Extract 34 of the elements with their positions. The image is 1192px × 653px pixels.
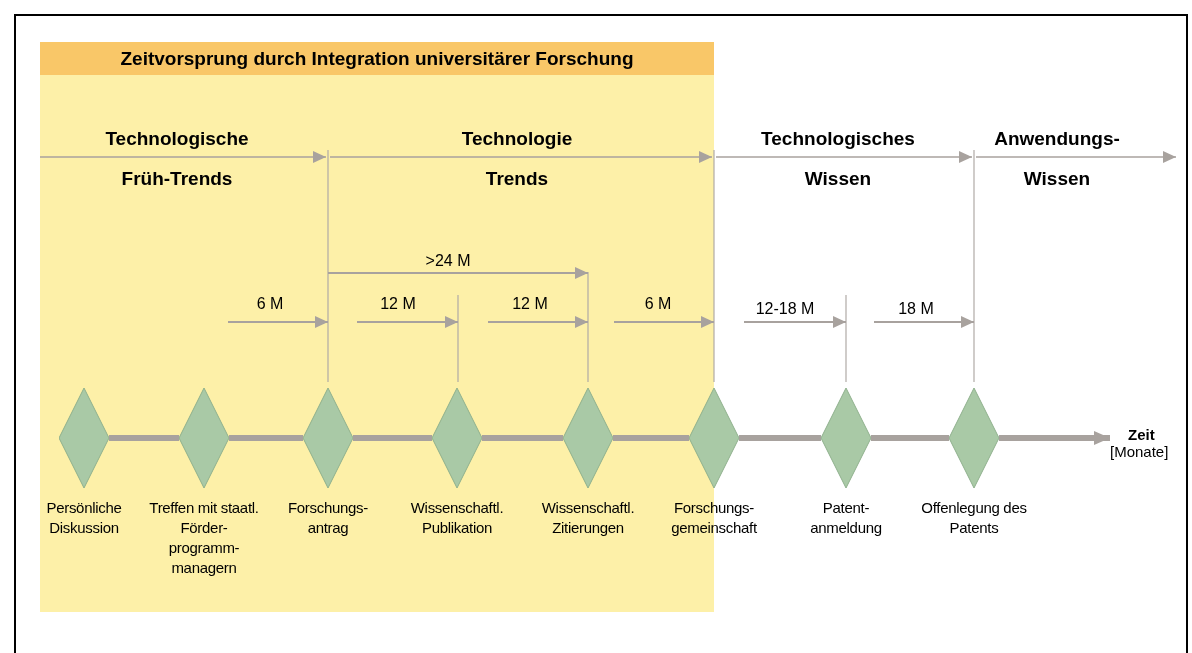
axis-label: Zeit (1128, 426, 1155, 443)
timeline-segment (482, 435, 563, 441)
phase-heading: Technologisches (761, 128, 915, 150)
duration-label: 6 M (256, 295, 284, 313)
phase-heading: Technologie (461, 128, 573, 150)
milestone-label: Offenlegung des Patents (920, 498, 1028, 538)
milestone-label: Wissenschaftl. Zitierungen (540, 498, 636, 538)
timeline-segment (229, 435, 303, 441)
timeline-segment (613, 435, 689, 441)
milestone-label: Wissenschaftl. Publikation (409, 498, 505, 538)
phase-heading: Wissen (1023, 168, 1091, 190)
milestone-label: Patent-anmeldung (809, 498, 883, 538)
axis-unit: [Monate] (1110, 443, 1169, 460)
duration-label: 12-18 M (755, 300, 815, 318)
phase-heading: Trends (485, 168, 549, 190)
phase-heading: Technologische (105, 128, 249, 150)
timeline-segment (109, 435, 179, 441)
phase-heading: Wissen (804, 168, 872, 190)
timeline-segment (871, 435, 949, 441)
timeline-segment (739, 435, 821, 441)
duration-label: >24 M (425, 252, 471, 270)
timeline-arrow (999, 431, 1110, 445)
milestone-label: Forschungs-antrag (286, 498, 370, 538)
timeline-segment (353, 435, 432, 441)
milestone-label: Persönliche Diskussion (45, 498, 123, 538)
phase-heading: Früh-Trends (121, 168, 233, 190)
band-heading: Zeitvorsprung durch Integration universitärer Forschung (40, 42, 714, 75)
phase-heading: Anwendungs- (994, 128, 1120, 150)
milestone-label: Treffen mit staatl. Förder-programm-managern (148, 498, 260, 578)
duration-label: 6 M (644, 295, 672, 313)
duration-label: 12 M (512, 295, 548, 313)
duration-label: 18 M (898, 300, 934, 318)
milestone-label: Forschungs-gemeinschaft (670, 498, 758, 538)
duration-label: 12 M (380, 295, 416, 313)
